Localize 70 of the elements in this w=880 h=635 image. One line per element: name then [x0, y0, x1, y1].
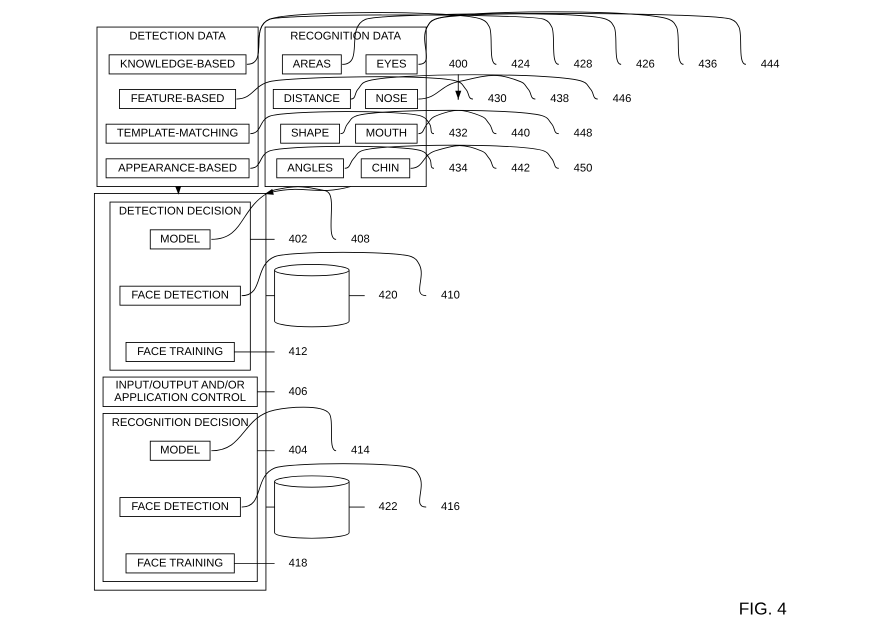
connector: [340, 110, 559, 134]
node-text: 422: [378, 501, 397, 514]
connector: [417, 110, 496, 134]
node-box: SHAPE: [280, 124, 340, 144]
node-box: ANGLES: [276, 158, 344, 178]
connector: [344, 144, 559, 169]
node-box: NOSE: [364, 89, 418, 109]
connector: [265, 506, 274, 508]
node-box: KNOWLEDGE-BASED: [108, 54, 246, 74]
node-box: AREAS: [281, 54, 342, 74]
node-text: 428: [573, 58, 592, 70]
node-box: FACE DETECTION: [119, 286, 240, 306]
caption: FIG. 4: [738, 598, 786, 618]
connector: [249, 111, 434, 134]
node-text: 446: [612, 92, 631, 105]
node-text: 426: [636, 58, 654, 70]
cluster: [93, 193, 266, 591]
node-text: 414: [350, 444, 370, 457]
connector: [246, 14, 559, 65]
connector: [256, 391, 275, 392]
connector: [256, 450, 275, 452]
node-text: 442: [510, 162, 530, 174]
node-text: 406: [288, 386, 307, 398]
connector: [249, 238, 275, 240]
connector: [348, 295, 365, 296]
connector: [210, 406, 336, 452]
connector: [341, 13, 746, 65]
connector: [249, 146, 434, 169]
node-text: 410: [440, 290, 460, 302]
node-text: 408: [350, 233, 370, 246]
node-text: 416: [440, 501, 460, 514]
node-text: 434: [448, 162, 468, 174]
connector: [410, 145, 496, 169]
node-box: TEMPLATE-MATCHING: [105, 124, 249, 144]
node-text: 404: [288, 444, 307, 457]
node-text: 402: [288, 233, 307, 246]
node-text: 440: [510, 128, 530, 140]
node-text: 400: [448, 58, 468, 70]
node-text: 444: [760, 58, 780, 70]
node-box: EYES: [365, 54, 418, 74]
node-box: APPEARANCE-BASED: [105, 158, 249, 178]
node-text: 430: [487, 92, 506, 105]
node-text: 432: [448, 128, 468, 140]
node-text: 448: [573, 128, 592, 140]
node-box: INPUT/OUTPUT AND/OR APPLICATION CONTROL: [102, 376, 258, 407]
node-text: 418: [288, 557, 307, 570]
node-box: FACE TRAINING: [125, 342, 234, 362]
connector: [417, 11, 684, 65]
node-box: FEATURE-BASED: [118, 89, 236, 109]
node-box: CHIN: [360, 158, 410, 178]
connector: [348, 506, 365, 508]
node-box: MODEL: [149, 440, 210, 461]
connector: [265, 295, 274, 296]
node-box: FACE DETECTION: [119, 497, 240, 518]
node-box: MOUTH: [354, 124, 418, 144]
connector: [257, 12, 496, 65]
node-box: FACE TRAINING: [125, 553, 234, 574]
node-text: 424: [510, 58, 530, 70]
node-text: 450: [573, 162, 592, 174]
node-text: 412: [288, 346, 307, 358]
node-text: 436: [698, 58, 717, 70]
connector: [240, 463, 426, 508]
connector: [240, 252, 426, 296]
node-box: MODEL: [149, 229, 210, 250]
node-text: 438: [550, 92, 569, 105]
connector: [425, 13, 622, 65]
connector: [210, 186, 336, 240]
node-box: DISTANCE: [272, 89, 350, 109]
connector: [233, 562, 275, 564]
node-text: 420: [378, 290, 397, 302]
